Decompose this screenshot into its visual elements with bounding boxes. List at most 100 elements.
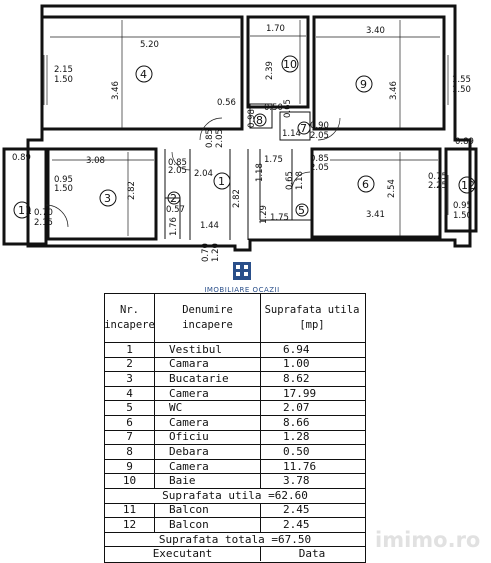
util-total: Suprafata utila =62.60	[162, 488, 308, 502]
dimension-label: 1.76	[169, 217, 179, 236]
room-name: Camera	[155, 386, 261, 401]
room-name: Balcon	[155, 503, 261, 518]
room-nr: 7	[105, 430, 155, 445]
dimension-label: 0.85	[205, 129, 215, 148]
room-number: 12	[461, 179, 475, 192]
dimension-label: 2.39	[265, 61, 275, 80]
room-nr: 2	[105, 357, 155, 372]
dimension-label: 2.05	[215, 129, 225, 148]
room-nr: 8	[105, 445, 155, 459]
room-name: Camara	[155, 357, 261, 372]
room-area: 11.76	[283, 459, 317, 473]
dimension-label: 2.54	[387, 179, 397, 198]
dimension-label: 0.56	[217, 98, 236, 108]
dimension-label: 1.75	[264, 155, 283, 165]
room-area: 0.50	[283, 445, 310, 458]
room-number: 4	[140, 68, 147, 81]
executant: Executant	[105, 547, 261, 561]
dimension-label: 0.70	[201, 243, 211, 262]
dimension-label: 0.85	[168, 158, 187, 168]
room-name: Balcon	[155, 518, 261, 532]
room-area: 1.28	[283, 430, 310, 444]
util-total-row: Suprafata utila =62.60	[105, 489, 365, 504]
dimension-label: 1.20	[211, 243, 221, 262]
room-number: 6	[362, 178, 369, 191]
room-number: 10	[283, 58, 297, 71]
dimension-label: 1.18	[295, 171, 305, 190]
executant-row: Executant Data	[105, 547, 365, 561]
room-name: WC	[155, 401, 261, 415]
room-area: 17.99	[283, 386, 317, 400]
dimension-label: 3.08	[86, 156, 105, 166]
dimension-label: 2.82	[232, 189, 242, 208]
dimension-label: 2.25	[428, 181, 447, 191]
dimension-label: 0.95	[453, 201, 472, 211]
dimension-label: 2.04	[194, 169, 213, 179]
dimension-label: 2.05	[168, 166, 187, 176]
dimension-label: 0.85	[310, 154, 329, 164]
building-logo-icon	[233, 262, 251, 280]
dimension-label: 2.82	[127, 181, 137, 200]
dimension-label: 1.55	[452, 75, 471, 85]
dimension-label: 5.20	[140, 40, 159, 50]
dimension-label: 0.95	[54, 175, 73, 185]
room-nr: 10	[105, 474, 155, 488]
room-number: 3	[104, 192, 111, 205]
header-suprafata: Suprafata utila [mp]	[264, 304, 360, 331]
dimension-label: 1.18	[255, 163, 265, 182]
room-area: 8.62	[283, 372, 310, 385]
dimension-label: 1.50	[54, 184, 73, 194]
dimension-label: 0.75	[428, 172, 447, 182]
room-area: 8.66	[283, 415, 310, 429]
room-name: Camera	[155, 459, 261, 474]
room-name: Bucatarie	[155, 372, 261, 386]
room-area: 2.45	[283, 503, 310, 517]
room-number: 8	[256, 114, 263, 127]
room-nr: 1	[105, 343, 155, 357]
dimension-label: 2.05	[310, 131, 329, 141]
watermark: imimo.ro	[375, 528, 481, 552]
dimension-label: 3.40	[366, 26, 385, 36]
total-row: Suprafata totala =67.50	[105, 533, 365, 548]
header-denumire: Denumire incapere	[155, 294, 261, 342]
dimension-label: 1.50	[453, 211, 472, 221]
areas-table: Nr. incapere Denumire incapere Suprafata…	[104, 293, 366, 563]
dimension-label: 1.14	[282, 129, 301, 139]
logo: IMOBILIARE OCAZII	[192, 260, 292, 300]
data: Data	[298, 547, 326, 561]
room-area: 2.07	[283, 401, 310, 415]
room-number: 2	[170, 192, 177, 205]
room-nr: 5	[105, 401, 155, 415]
floor-plan: 4 10 9 8 7 3 1 2 5 6 11 12 5.20 3.46 2.1…	[2, 4, 478, 262]
dimension-label: 0.50	[264, 103, 283, 113]
dimension-label: 1.75	[270, 213, 289, 223]
dimension-label: 0.65	[283, 99, 293, 118]
dimension-label: 1.70	[266, 24, 285, 34]
room-name: Debara	[155, 445, 261, 459]
room-nr: 12	[105, 518, 155, 532]
dimension-label: 3.46	[111, 81, 121, 100]
room-area: 1.00	[283, 357, 310, 371]
room-name: Oficiu	[155, 430, 261, 445]
room-number: 5	[298, 204, 305, 217]
room-number: 1	[218, 175, 225, 188]
room-nr: 9	[105, 459, 155, 474]
dimension-label: 0.89	[12, 153, 31, 163]
room-nr: 6	[105, 415, 155, 430]
dimension-label: 0.89	[455, 137, 474, 147]
dimension-label: 1.44	[200, 221, 219, 231]
room-name: Camera	[155, 415, 261, 430]
dimension-label: 3.41	[366, 210, 385, 220]
dimension-label: 3.46	[389, 81, 399, 100]
dimension-label: 2.15	[34, 218, 53, 228]
room-nr: 3	[105, 372, 155, 386]
dimension-label: 0.70	[34, 208, 53, 218]
